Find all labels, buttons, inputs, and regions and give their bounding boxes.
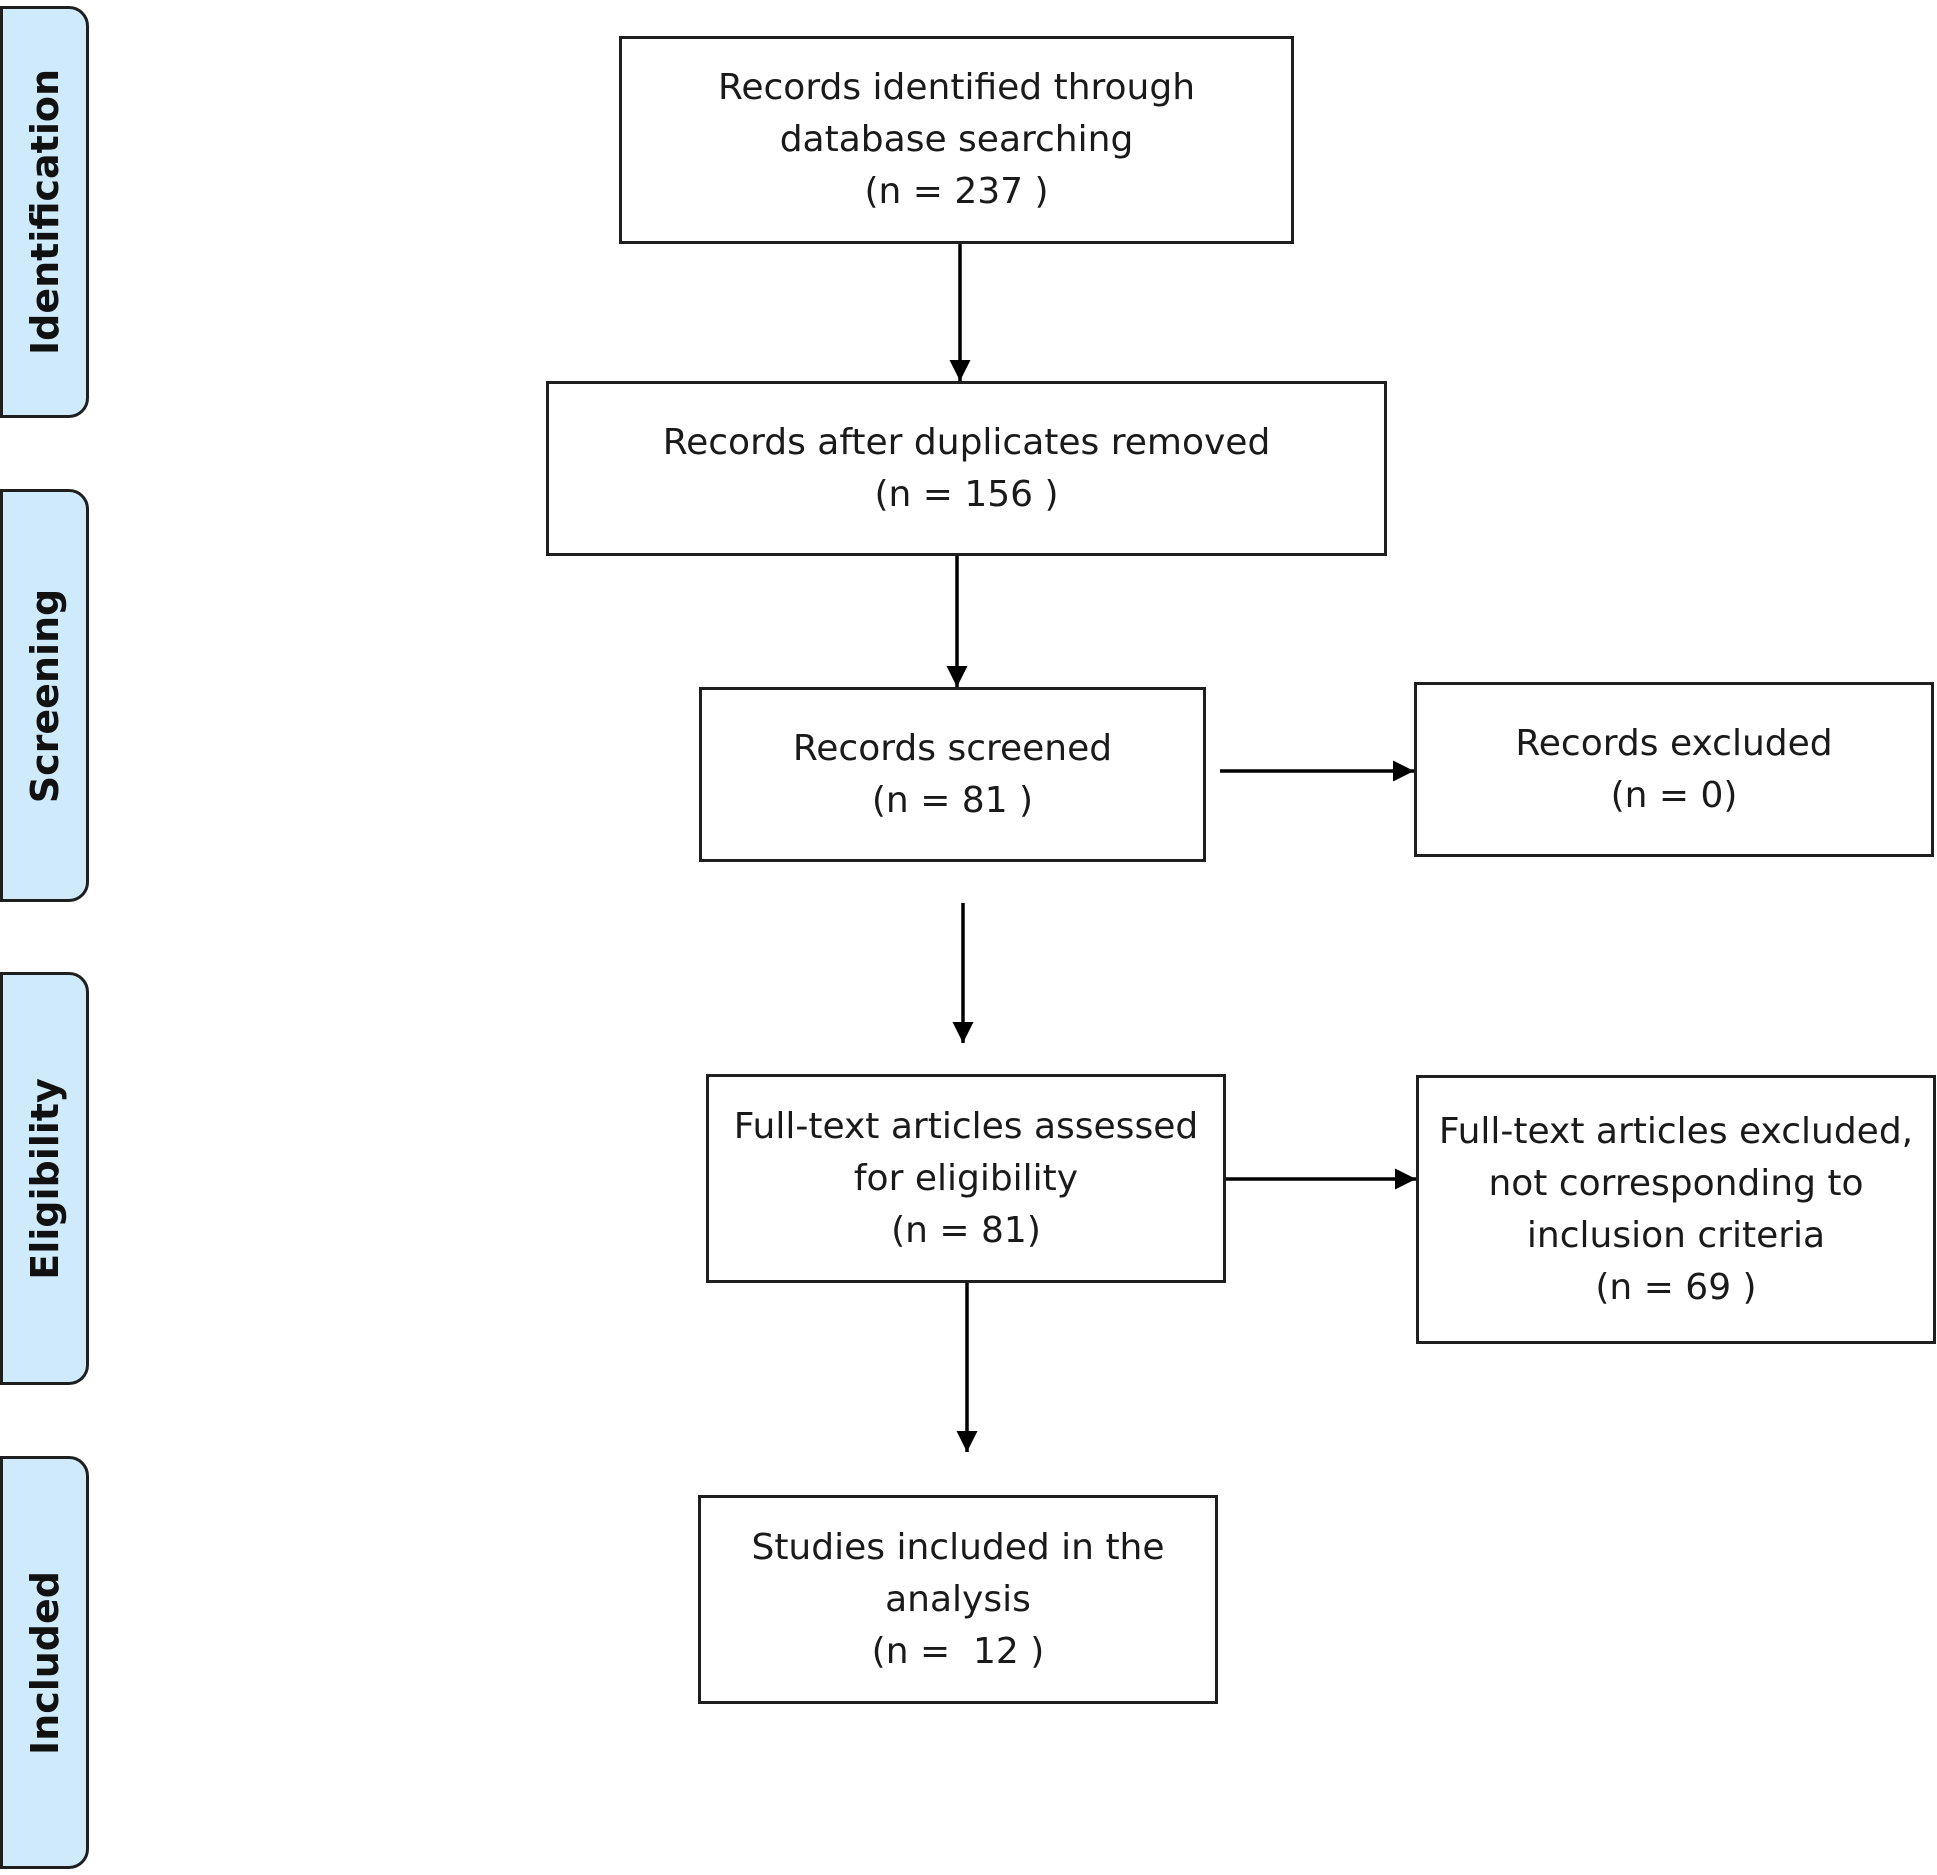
box-records-identified: Records identified through database sear… [619, 36, 1294, 244]
box-fulltext-assessed-count: (n = 81) [891, 1209, 1041, 1251]
box-records-excluded: Records excluded (n = 0) [1414, 682, 1934, 857]
box-fulltext-excluded-line-3: inclusion criteria [1526, 1214, 1826, 1256]
box-records-screened-line-1: Records screened [792, 727, 1113, 769]
box-fulltext-assessed: Full-text articles assessed for eligibil… [706, 1074, 1226, 1283]
box-records-identified-line-1: Records identified through [717, 67, 1196, 108]
phase-eligibility: Eligibility [0, 972, 89, 1385]
box-records-identified-line-2: database searching [779, 119, 1134, 160]
box-studies-included-count: (n = 12 ) [871, 1630, 1045, 1672]
phase-included: Included [0, 1456, 89, 1869]
box-records-excluded-count: (n = 0) [1610, 774, 1738, 816]
box-records-identified-count: (n = 237 ) [864, 171, 1049, 212]
box-records-screened: Records screened (n = 81 ) [699, 687, 1206, 862]
box-studies-included-line-1: Studies included in the [751, 1526, 1165, 1568]
box-fulltext-excluded-line-2: not corresponding to [1488, 1162, 1864, 1204]
box-records-deduplicated-line-1: Records after duplicates removed [662, 421, 1271, 463]
box-fulltext-excluded-count: (n = 69 ) [1595, 1266, 1757, 1308]
box-records-screened-count: (n = 81 ) [871, 779, 1034, 821]
box-records-deduplicated-count: (n = 156 ) [874, 473, 1059, 515]
phase-screening: Screening [0, 489, 89, 902]
phase-identification: Identification [0, 6, 89, 418]
box-records-deduplicated: Records after duplicates removed (n = 15… [546, 381, 1387, 556]
box-records-excluded-line-1: Records excluded [1515, 722, 1833, 764]
box-fulltext-assessed-line-2: for eligibility [853, 1157, 1079, 1199]
box-studies-included: Studies included in the analysis (n = 12… [698, 1495, 1218, 1704]
box-fulltext-excluded-line-1: Full-text articles excluded, [1438, 1110, 1914, 1152]
box-studies-included-line-2: analysis [885, 1578, 1031, 1620]
box-fulltext-excluded: Full-text articles excluded, not corresp… [1416, 1075, 1936, 1344]
box-fulltext-assessed-line-1: Full-text articles assessed [733, 1105, 1199, 1147]
